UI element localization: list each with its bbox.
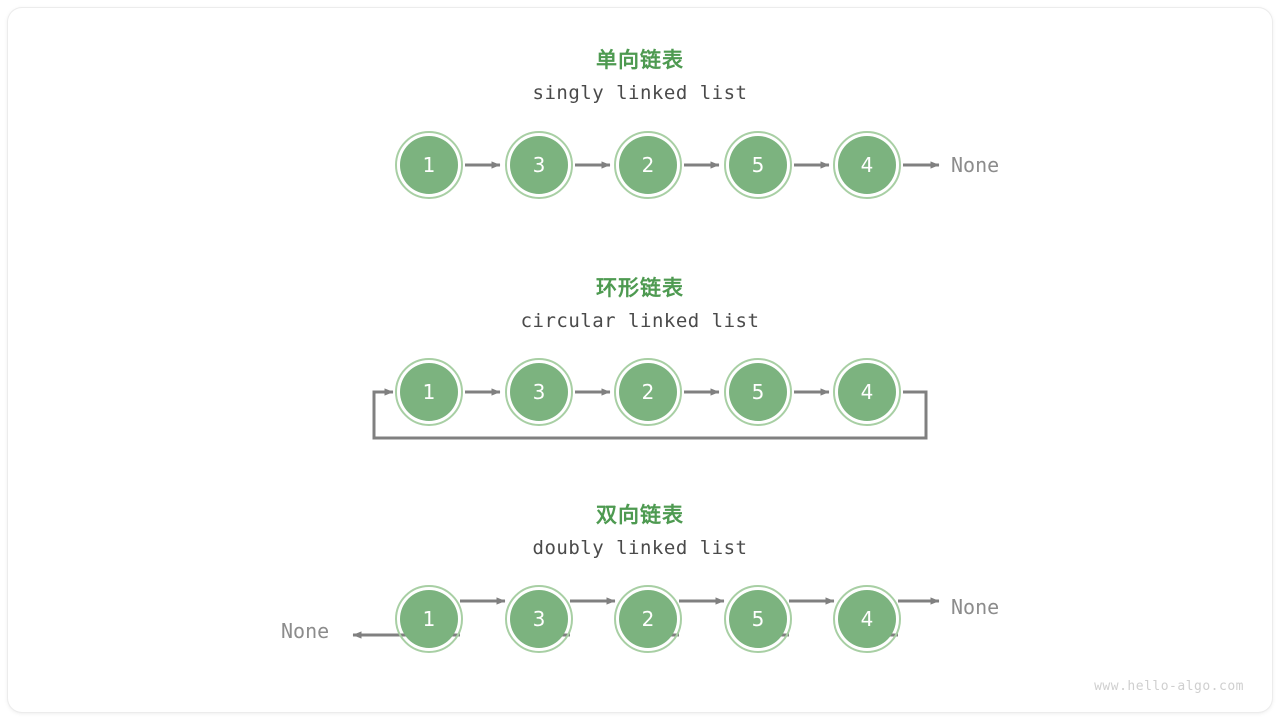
node-value: 2 <box>642 153 655 177</box>
doubly-list-nodes: 1 3 2 5 4 <box>395 585 901 653</box>
diagram-card: 单向链表 singly linked list None 环形链表 circul… <box>8 8 1272 712</box>
node-value: 2 <box>642 607 655 631</box>
circular-list-arrows <box>372 388 928 440</box>
list-node: 3 <box>505 585 573 653</box>
singly-list-tail-none-label: None <box>951 153 1000 177</box>
doubly-list-head-none-label: None <box>281 619 330 643</box>
doubly-list-tail-none-label: None <box>951 595 1000 619</box>
list-node: 4 <box>833 358 901 426</box>
list-node: 4 <box>833 585 901 653</box>
list-node: 2 <box>614 585 682 653</box>
node-value: 3 <box>533 607 546 631</box>
node-value: 4 <box>861 153 874 177</box>
node-value: 5 <box>752 380 765 404</box>
doubly-list-subtitle: doubly linked list <box>532 537 748 559</box>
node-value: 4 <box>861 380 874 404</box>
node-value: 5 <box>752 153 765 177</box>
circular-list-nodes: 1 3 2 5 4 <box>395 358 901 426</box>
node-value: 1 <box>423 153 436 177</box>
list-node: 5 <box>724 131 792 199</box>
list-node: 3 <box>505 358 573 426</box>
singly-list-subtitle: singly linked list <box>532 82 748 104</box>
node-value: 2 <box>642 380 655 404</box>
node-value: 1 <box>423 607 436 631</box>
singly-list-title: 单向链表 <box>596 48 684 72</box>
watermark: www.hello-algo.com <box>1094 679 1244 694</box>
list-node: 5 <box>724 358 792 426</box>
doubly-list-title: 双向链表 <box>596 503 684 527</box>
singly-list-nodes: 1 3 2 5 4 <box>395 131 901 199</box>
node-value: 3 <box>533 153 546 177</box>
list-node: 2 <box>614 358 682 426</box>
list-node: 3 <box>505 131 573 199</box>
circular-list-title: 环形链表 <box>596 276 684 300</box>
linked-list-graphics: 1 3 2 5 4 <box>352 131 940 653</box>
list-node: 4 <box>833 131 901 199</box>
list-node: 2 <box>614 131 682 199</box>
node-value: 3 <box>533 380 546 404</box>
circular-list-subtitle: circular linked list <box>520 310 760 332</box>
list-node: 5 <box>724 585 792 653</box>
node-value: 5 <box>752 607 765 631</box>
node-value: 1 <box>423 380 436 404</box>
list-node: 1 <box>395 585 463 653</box>
list-node: 1 <box>395 131 463 199</box>
node-value: 4 <box>861 607 874 631</box>
list-node: 1 <box>395 358 463 426</box>
